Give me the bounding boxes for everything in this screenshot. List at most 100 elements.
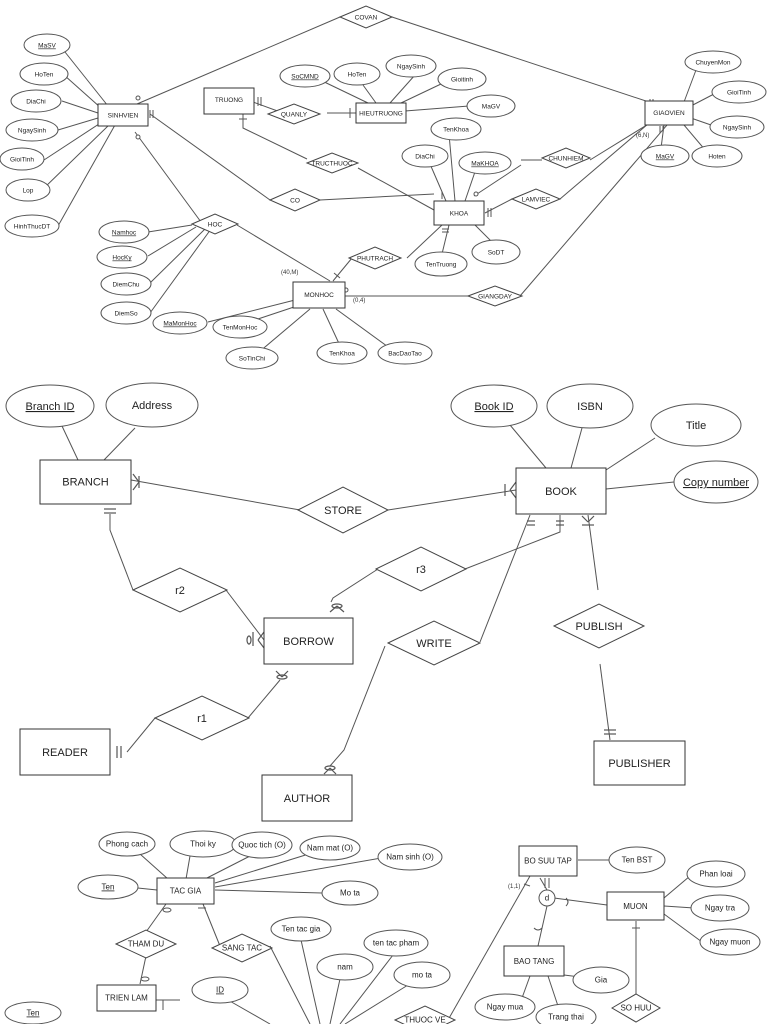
entity-label: HIEUTRUONG (359, 111, 403, 118)
attribute-ngaysinh-gv: NgaySinh (709, 115, 765, 139)
attribute-label: TenMonHoc (223, 325, 258, 332)
attribute-label: TenTruong (426, 262, 457, 269)
cardinality-label: (1,1) (508, 884, 520, 890)
relationship-label: HOC (208, 222, 223, 229)
entity-label: MONHOC (304, 292, 334, 299)
attribute-diemchu: DiemChu (100, 272, 152, 296)
attribute-label: Ten (27, 1009, 40, 1018)
attribute-isbn: ISBN (546, 383, 634, 429)
relationship-label: STORE (324, 505, 362, 517)
attribute-mo-ta-tp: mo ta (393, 961, 451, 989)
relationship-tructhuoc: TRUCTHUOC (305, 152, 360, 174)
attribute-tenkhoa-mh: TenKhoa (316, 341, 368, 365)
entity-label: BOOK (545, 486, 577, 498)
attribute-ten-tl: Ten (4, 1001, 62, 1024)
attribute-label: DiaChi (415, 154, 435, 161)
attribute-label: Copy number (683, 477, 749, 489)
attribute-label: MaMonHoc (163, 321, 197, 328)
attribute-label: nam (337, 963, 353, 972)
attribute-label: DiaChi (26, 99, 46, 106)
attribute-label: Gioitinh (451, 77, 473, 84)
attribute-namhoc: Namhoc (98, 220, 150, 244)
diagram2-connectors (61, 424, 675, 767)
attribute-label: TenKhoa (329, 351, 355, 358)
entity-trien-lam: TRIEN LAM (96, 984, 157, 1012)
entity-bao-tang: BAO TANG (503, 945, 565, 977)
attribute-address: Address (105, 382, 199, 428)
attribute-nam-sinh: Nam sinh (O) (377, 843, 443, 871)
relationship-quanly: QUANLY (266, 103, 322, 125)
attribute-id: ID (191, 976, 249, 1004)
attribute-label: Gia (595, 976, 608, 985)
attribute-ngaysinh: NgaySinh (5, 118, 59, 142)
diagram1-cardinality-marks (135, 95, 664, 293)
attribute-ten-bst: Ten BST (608, 846, 666, 874)
attribute-branch-id: Branch ID (5, 384, 95, 428)
attribute-diachi: DiaChi (10, 89, 62, 113)
attribute-diachi-k: DiaChi (401, 144, 449, 168)
attribute-tenmonhoc: TenMonHoc (212, 315, 268, 339)
relationship-covan: COVAN (338, 5, 394, 29)
attribute-label: ISBN (577, 401, 603, 413)
attribute-ngaysinh-ht: NgaySinh (385, 54, 437, 78)
entity-label: AUTHOR (284, 793, 331, 805)
diagram-student-management: SINHVIEN TRUONG HIEUTRUONG GIAOVIEN KHOA… (0, 5, 767, 370)
relationship-r3: r3 (374, 546, 468, 592)
relationship-label: r1 (197, 713, 207, 725)
entity-tac-gia: TAC GIA (156, 877, 215, 905)
attribute-socmnd: SoCMND (279, 64, 331, 88)
cardinality-label: (0,4) (353, 298, 365, 304)
attribute-label: Phong cach (106, 840, 148, 849)
relationship-giangday: GIANGDAY (466, 285, 524, 307)
attribute-label: SoCMND (291, 74, 319, 81)
entity-label: BORROW (283, 636, 334, 648)
diagram2-cardinality-marks (104, 473, 616, 775)
relationship-chunhiem: CHUNHIEM (540, 147, 592, 169)
attribute-trang-thai: Trang thai (535, 1003, 597, 1024)
entity-publisher: PUBLISHER (593, 740, 686, 786)
relationship-label: PUBLISH (575, 621, 622, 633)
attribute-book-id: Book ID (450, 384, 538, 428)
attribute-label: DiemChu (112, 282, 139, 289)
attribute-title: Title (650, 403, 742, 447)
attribute-diemso: DiemSo (100, 301, 152, 325)
diagram3-cardinality-marks (140, 878, 640, 1010)
entity-muon: MUON (606, 891, 665, 921)
relationship-label: THAM DU (128, 940, 165, 949)
attribute-label: Book ID (474, 401, 513, 413)
attribute-label: HoTen (348, 72, 367, 79)
relationship-co: CO (268, 188, 322, 212)
attribute-label: Ten BST (622, 856, 653, 865)
entity-label: SINHVIEN (108, 113, 139, 120)
attribute-magv-gv: MaGV (640, 144, 690, 168)
attribute-label: MaGV (482, 104, 501, 111)
entity-label: TRIEN LAM (105, 994, 148, 1003)
relationship-publish: PUBLISH (552, 603, 646, 649)
disjoint-label: d (545, 894, 549, 903)
attribute-mamonhoc: MaMonHoc (152, 311, 208, 335)
relationship-label: COVAN (355, 15, 378, 22)
attribute-hinhthucdt: HinhThucDT (4, 214, 60, 238)
relationship-label: LAMVIEC (522, 197, 551, 204)
attribute-label: Hoten (708, 154, 726, 161)
entity-truong: TRUONG (203, 87, 255, 115)
relationship-lamviec: LAMVIEC (510, 188, 562, 210)
entity-label: READER (42, 747, 88, 759)
entity-borrow: BORROW (263, 617, 354, 665)
attribute-label: Address (132, 400, 173, 412)
attribute-label: HoTen (35, 72, 54, 79)
entity-khoa: KHOA (433, 200, 485, 226)
entity-hieutruong: HIEUTRUONG (355, 102, 407, 124)
relationship-sang-tac: SANG TAC (210, 933, 274, 963)
attribute-copy-number: Copy number (673, 460, 759, 504)
attribute-ngay-muon: Ngay muon (699, 928, 761, 956)
entity-label: PUBLISHER (608, 758, 670, 770)
attribute-ngay-mua: Ngay mua (474, 993, 536, 1021)
attribute-magv-ht: MaGV (466, 94, 516, 118)
attribute-label: Nam sinh (O) (386, 853, 434, 862)
attribute-label: BacDaoTao (388, 351, 422, 358)
entity-reader: READER (19, 728, 111, 776)
relationship-label: r3 (416, 564, 426, 576)
attribute-label: Ngay mua (487, 1003, 524, 1012)
